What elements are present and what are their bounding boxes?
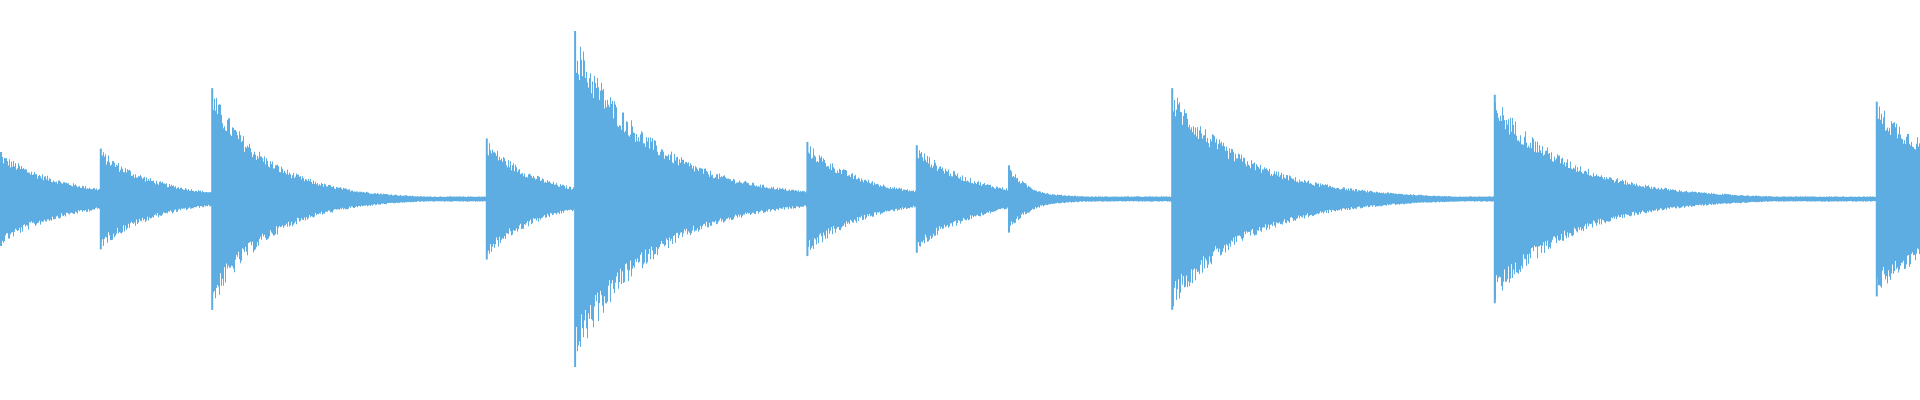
waveform-trace: [0, 31, 1920, 367]
waveform-path: [0, 46, 1920, 352]
